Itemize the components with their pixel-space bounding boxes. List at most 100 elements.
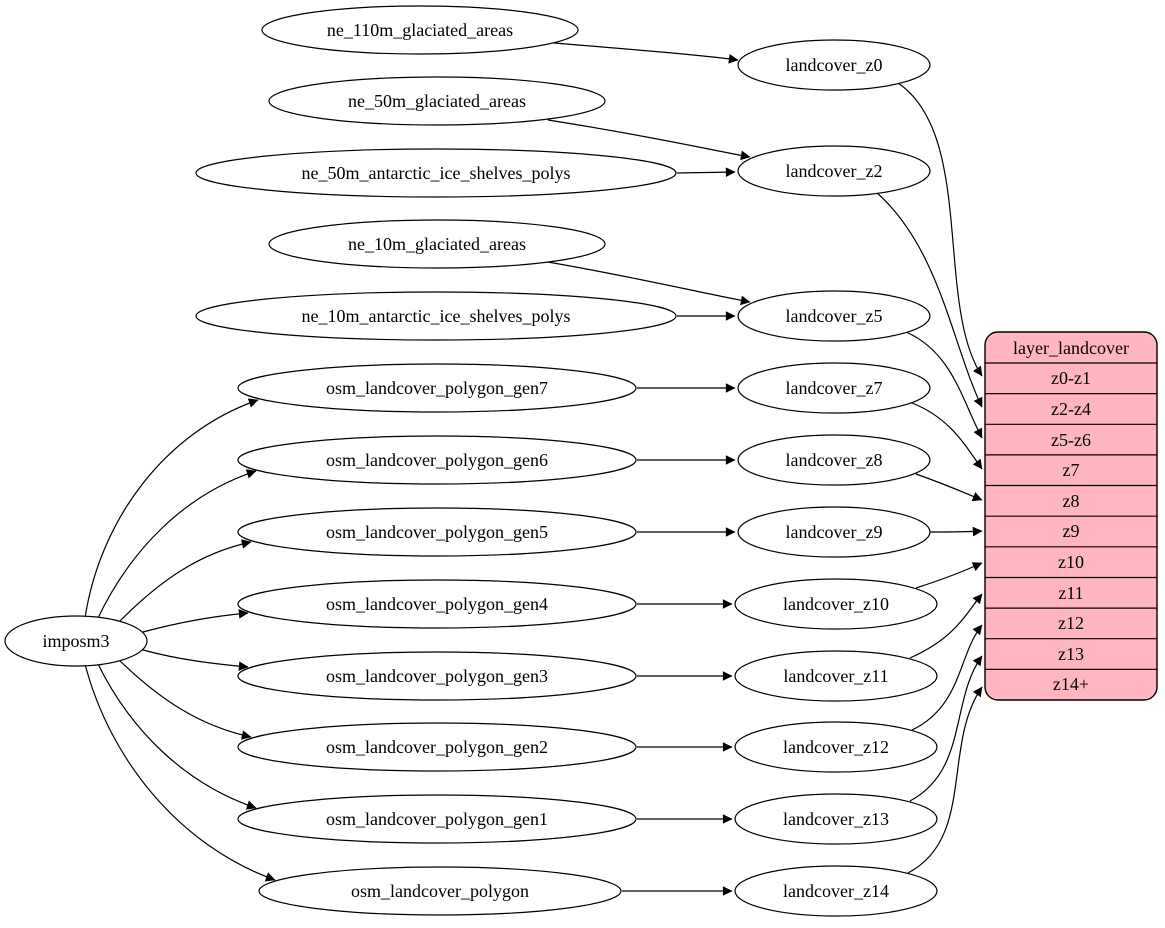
node-osm-landcover-polygon-gen7-label: osm_landcover_polygon_gen7 bbox=[326, 378, 548, 398]
node-ne-10m-antarctic-ice-shelves-polys-shape bbox=[195, 291, 677, 341]
edge-imposm3-to-osm-landcover-polygon-gen5 bbox=[116, 539, 252, 625]
node-osm-landcover-polygon: osm_landcover_polygon bbox=[258, 866, 622, 916]
node-osm-landcover-polygon-gen3-shape bbox=[237, 651, 637, 701]
node-landcover-z0: landcover_z0 bbox=[737, 39, 931, 91]
record-row-z11: z11 bbox=[1058, 583, 1083, 603]
node-landcover-z14: landcover_z14 bbox=[734, 865, 938, 917]
node-osm-landcover-polygon-shape bbox=[258, 866, 622, 916]
node-ne-50m-antarctic-ice-shelves-polys-label: ne_50m_antarctic_ice_shelves_polys bbox=[302, 163, 571, 183]
edge-landcover-z2-to-row-z2-z4 bbox=[875, 191, 983, 408]
node-ne-10m-antarctic-ice-shelves-polys-label: ne_10m_antarctic_ice_shelves_polys bbox=[302, 306, 571, 326]
record-row-z9: z9 bbox=[1063, 521, 1080, 541]
node-landcover-z0-shape bbox=[737, 39, 931, 91]
record-row-z0-z1: z0-z1 bbox=[1051, 368, 1091, 388]
node-ne-110m-glaciated-areas-label: ne_110m_glaciated_areas bbox=[327, 20, 513, 40]
node-landcover-z10: landcover_z10 bbox=[734, 578, 938, 630]
record-row-z8: z8 bbox=[1063, 491, 1080, 511]
node-landcover-z7-label: landcover_z7 bbox=[786, 378, 883, 398]
node-landcover-z8-shape bbox=[737, 434, 931, 486]
node-osm-landcover-polygon-gen2-label: osm_landcover_polygon_gen2 bbox=[326, 737, 548, 757]
node-landcover-z11-shape bbox=[734, 650, 938, 702]
node-osm-landcover-polygon-gen5-shape bbox=[237, 507, 637, 557]
node-osm-landcover-polygon-gen4-shape bbox=[237, 579, 637, 629]
edge-imposm3-to-osm-landcover-polygon-gen3 bbox=[142, 649, 249, 671]
edge-imposm3-to-osm-landcover-polygon-gen4 bbox=[142, 609, 249, 633]
edge-imposm3-to-osm-landcover-polygon bbox=[84, 663, 276, 882]
record-row-z5-z6: z5-z6 bbox=[1051, 430, 1091, 450]
node-ne-10m-glaciated-areas-shape bbox=[268, 219, 606, 269]
edge-ne-50m-antarctic-ice-shelves-polys-to-landcover-z2 bbox=[676, 167, 736, 177]
node-osm-landcover-polygon-gen6: osm_landcover_polygon_gen6 bbox=[237, 435, 637, 485]
edge-landcover-z7-to-row-z7 bbox=[911, 402, 983, 470]
edge-landcover-z0-to-row-z0-z1 bbox=[897, 82, 983, 377]
node-osm-landcover-polygon-gen4-label: osm_landcover_polygon_gen4 bbox=[326, 594, 548, 614]
node-landcover-z12-label: landcover_z12 bbox=[783, 737, 889, 757]
node-landcover-z9-shape bbox=[737, 506, 931, 558]
node-landcover-z5-shape bbox=[737, 290, 931, 342]
node-landcover-z14-label: landcover_z14 bbox=[783, 881, 889, 901]
node-landcover-z8: landcover_z8 bbox=[737, 434, 931, 486]
node-ne-50m-antarctic-ice-shelves-polys-shape bbox=[195, 148, 677, 198]
node-landcover-z8-label: landcover_z8 bbox=[786, 450, 883, 470]
node-ne-110m-glaciated-areas: ne_110m_glaciated_areas bbox=[261, 5, 579, 55]
edge-landcover-z8-to-row-z8 bbox=[915, 473, 983, 502]
node-landcover-z13: landcover_z13 bbox=[734, 793, 938, 845]
node-osm-landcover-polygon-gen2-shape bbox=[237, 722, 637, 772]
edge-imposm3-to-osm-landcover-polygon-gen7 bbox=[84, 398, 259, 619]
node-landcover-z0-label: landcover_z0 bbox=[786, 55, 883, 75]
edge-ne-10m-glaciated-areas-to-landcover-z5 bbox=[547, 261, 751, 306]
node-landcover-z13-label: landcover_z13 bbox=[783, 809, 889, 829]
record-row-z13: z13 bbox=[1058, 644, 1084, 664]
node-ne-10m-glaciated-areas: ne_10m_glaciated_areas bbox=[268, 219, 606, 269]
edge-landcover-z11-to-row-z11 bbox=[909, 593, 983, 659]
node-imposm3-shape bbox=[4, 615, 148, 667]
edge-landcover-z14-to-row-z14plus bbox=[907, 686, 983, 874]
node-imposm3-label: imposm3 bbox=[42, 631, 109, 651]
edge-imposm3-to-osm-landcover-polygon-gen6 bbox=[96, 469, 257, 621]
node-ne-50m-glaciated-areas: ne_50m_glaciated_areas bbox=[268, 76, 606, 126]
node-osm-landcover-polygon-gen7: osm_landcover_polygon_gen7 bbox=[237, 363, 637, 413]
edge-ne-110m-glaciated-areas-to-landcover-z0 bbox=[553, 42, 739, 64]
node-osm-landcover-polygon-gen6-shape bbox=[237, 435, 637, 485]
edge-landcover-z5-to-row-z5-z6 bbox=[905, 331, 983, 439]
node-osm-landcover-polygon-gen5: osm_landcover_polygon_gen5 bbox=[237, 507, 637, 557]
edge-imposm3-to-osm-landcover-polygon-gen2 bbox=[116, 657, 252, 740]
node-landcover-z11-label: landcover_z11 bbox=[783, 666, 888, 686]
node-landcover-z9: landcover_z9 bbox=[737, 506, 931, 558]
record-row-z2-z4: z2-z4 bbox=[1051, 399, 1091, 419]
node-osm-landcover-polygon-gen6-label: osm_landcover_polygon_gen6 bbox=[326, 450, 548, 470]
node-landcover-z10-shape bbox=[734, 578, 938, 630]
edge-landcover-z9-to-row-z9 bbox=[929, 526, 983, 537]
node-ne-10m-antarctic-ice-shelves-polys: ne_10m_antarctic_ice_shelves_polys bbox=[195, 291, 677, 341]
edge-ne-50m-glaciated-areas-to-landcover-z2 bbox=[547, 119, 751, 161]
node-osm-landcover-polygon-gen1-shape bbox=[237, 794, 637, 844]
node-osm-landcover-polygon-gen5-label: osm_landcover_polygon_gen5 bbox=[326, 522, 548, 542]
edge-landcover-z12-to-row-z12 bbox=[911, 624, 983, 731]
node-osm-landcover-polygon-gen7-shape bbox=[237, 363, 637, 413]
node-landcover-z10-label: landcover_z10 bbox=[783, 594, 889, 614]
node-landcover-z2: landcover_z2 bbox=[737, 145, 931, 197]
node-landcover-z9-label: landcover_z9 bbox=[786, 522, 883, 542]
node-landcover-z5-label: landcover_z5 bbox=[786, 306, 883, 326]
node-landcover-z2-shape bbox=[737, 145, 931, 197]
record-row-z10: z10 bbox=[1058, 552, 1084, 572]
node-ne-10m-glaciated-areas-label: ne_10m_glaciated_areas bbox=[348, 234, 526, 254]
node-landcover-z13-shape bbox=[734, 793, 938, 845]
record-row-z14plus: z14+ bbox=[1053, 674, 1089, 694]
record-row-z7: z7 bbox=[1063, 460, 1080, 480]
node-landcover-z14-shape bbox=[734, 865, 938, 917]
node-ne-50m-glaciated-areas-shape bbox=[268, 76, 606, 126]
record-title: layer_landcover bbox=[1013, 338, 1129, 358]
node-osm-landcover-polygon-gen1-label: osm_landcover_polygon_gen1 bbox=[326, 809, 548, 829]
node-ne-50m-glaciated-areas-label: ne_50m_glaciated_areas bbox=[348, 91, 526, 111]
node-osm-landcover-polygon-gen2: osm_landcover_polygon_gen2 bbox=[237, 722, 637, 772]
node-osm-landcover-polygon-gen1: osm_landcover_polygon_gen1 bbox=[237, 794, 637, 844]
node-osm-landcover-polygon-gen3: osm_landcover_polygon_gen3 bbox=[237, 651, 637, 701]
node-ne-50m-antarctic-ice-shelves-polys: ne_50m_antarctic_ice_shelves_polys bbox=[195, 148, 677, 198]
node-landcover-z5: landcover_z5 bbox=[737, 290, 931, 342]
node-landcover-z7: landcover_z7 bbox=[737, 362, 931, 414]
node-imposm3: imposm3 bbox=[4, 615, 148, 667]
node-landcover-z12: landcover_z12 bbox=[734, 721, 938, 773]
